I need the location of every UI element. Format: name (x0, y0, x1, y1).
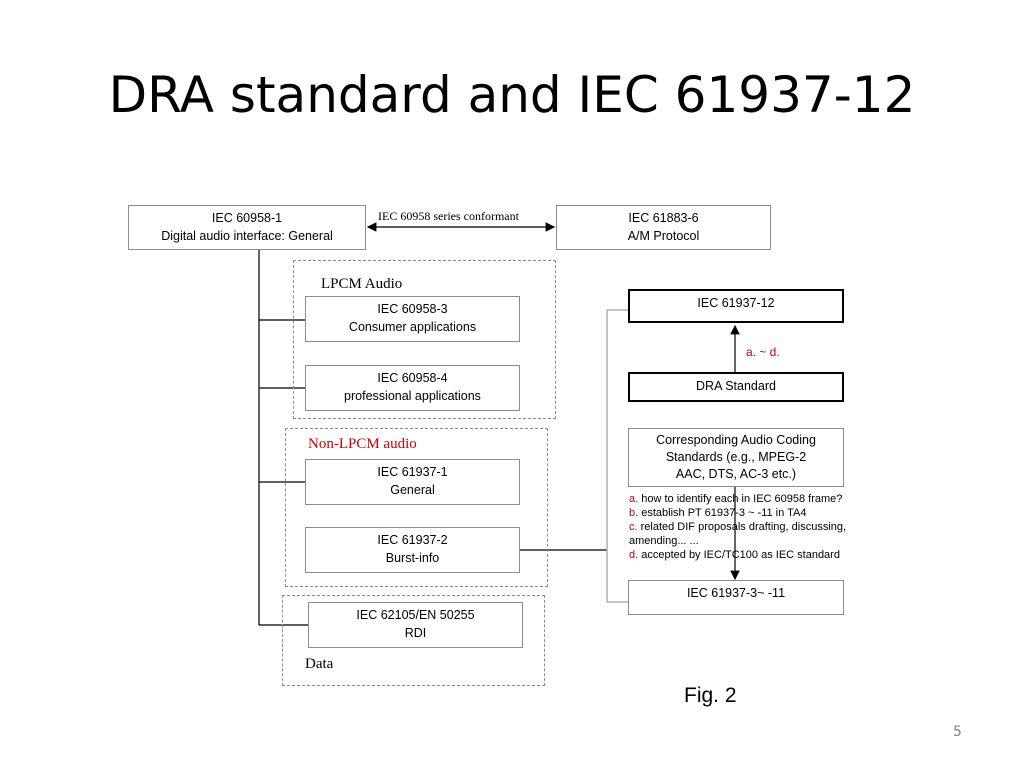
box-line: DRA Standard (696, 379, 776, 393)
conformant-label: IEC 60958 series conformant (378, 209, 519, 223)
box-line: RDI (404, 626, 427, 640)
note-text: establish PT 61937-3 ~ -11 in TA4 (638, 507, 807, 519)
note-text: how to identify each in IEC 60958 frame? (638, 493, 843, 505)
box-line: General (390, 483, 435, 497)
notes-list: a. how to identify each in IEC 60958 fra… (629, 492, 846, 562)
box-line: Standards (e.g., MPEG-2 (665, 450, 807, 464)
group-non-lpcm (285, 428, 548, 587)
box-iec61883-6: IEC 61883-6 A/M Protocol (556, 205, 771, 250)
box-line: IEC 60958-4 (377, 371, 448, 385)
box-line: IEC 62105/EN 50255 (356, 608, 475, 622)
box-line: Consumer applications (348, 320, 477, 334)
box-line: professional applications (344, 389, 481, 403)
box-iec61937-3-11: IEC 61937-3~ -11 (628, 580, 844, 615)
box-line: Corresponding Audio Coding (656, 433, 816, 447)
group-data (282, 595, 545, 686)
box-line: IEC 61937-1 (377, 465, 448, 479)
group-data-label: Data (305, 656, 334, 672)
box-line: IEC 60958-3 (377, 302, 448, 316)
note-item: c. related DIF proposals drafting, discu… (629, 520, 846, 534)
box-line: A/M Protocol (627, 229, 700, 243)
note-marker: c. (629, 521, 638, 533)
box-iec61937-2: IEC 61937-2 Burst-info (305, 527, 520, 573)
note-item: a. how to identify each in IEC 60958 fra… (629, 492, 846, 506)
box-coding-standards: Corresponding Audio Coding Standards (e.… (628, 428, 844, 487)
note-text: accepted by IEC/TC100 as IEC standard (638, 549, 840, 561)
box-iec60958-4: IEC 60958-4 professional applications (305, 365, 520, 411)
note-item: b. establish PT 61937-3 ~ -11 in TA4 (629, 506, 846, 520)
box-line: Digital audio interface: General (161, 229, 333, 243)
note-marker: d. (629, 549, 639, 561)
box-dra-standard: DRA Standard (628, 372, 844, 402)
note-marker: b. (629, 507, 639, 519)
note-item: amending... ... (629, 534, 846, 548)
box-iec62105: IEC 62105/EN 50255 RDI (308, 602, 523, 648)
note-text: amending... ... (629, 535, 699, 547)
box-line: IEC 61883-6 (628, 211, 699, 225)
box-line: AAC, DTS, AC-3 etc.) (675, 467, 797, 481)
box-iec60958-3: IEC 60958-3 Consumer applications (305, 296, 520, 342)
box-line: IEC 61937-3~ -11 (686, 586, 786, 600)
note-item: d. accepted by IEC/TC100 as IEC standard (629, 548, 846, 562)
box-iec61937-12: IEC 61937-12 (628, 289, 844, 323)
group-lpcm-label: LPCM Audio (321, 276, 403, 292)
box-iec60958-1: IEC 60958-1 Digital audio interface: Gen… (128, 205, 366, 250)
figure-label: Fig. 2 (684, 684, 737, 707)
box-line: IEC 61937-2 (377, 533, 448, 547)
note-text: related DIF proposals drafting, discussi… (637, 521, 847, 533)
box-line: Burst-info (385, 551, 440, 565)
a-to-d-label: a. ~ d. (746, 345, 780, 359)
box-line: IEC 60958-1 (211, 211, 283, 225)
bracket-line (606, 309, 628, 603)
page-number: 5 (953, 724, 962, 740)
slide-title: DRA standard and IEC 61937-12 (108, 66, 916, 124)
box-iec61937-1: IEC 61937-1 General (305, 459, 520, 505)
group-lpcm (293, 260, 556, 419)
note-marker: a. (629, 493, 639, 505)
group-non-lpcm-label: Non-LPCM audio (308, 436, 417, 452)
box-line: IEC 61937-12 (697, 296, 775, 310)
